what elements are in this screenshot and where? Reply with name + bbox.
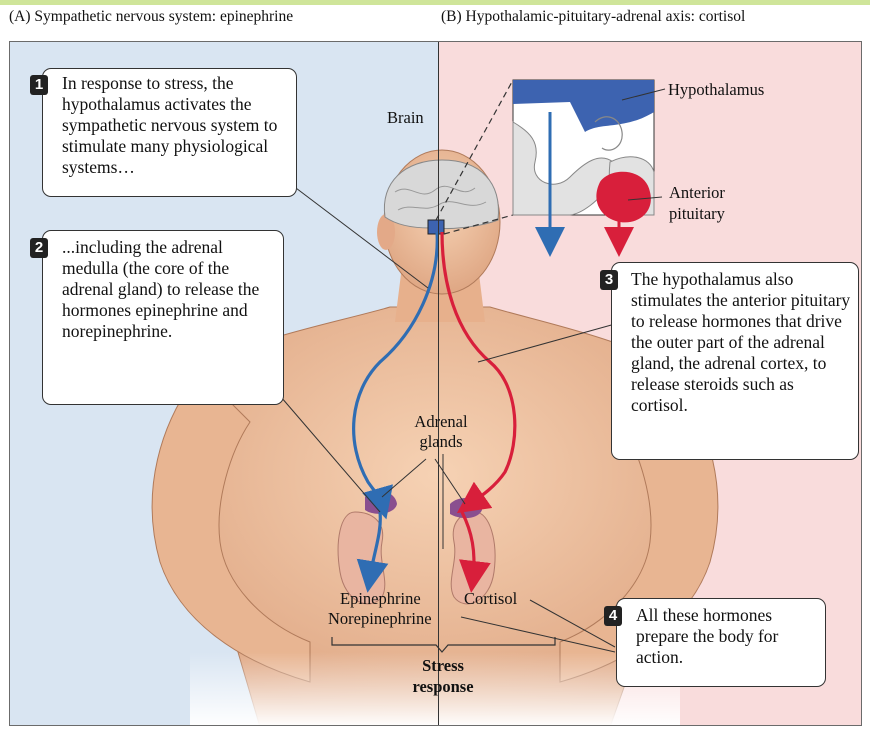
red-pathway-arrow	[440, 231, 517, 514]
callout-3-number: 3	[600, 270, 618, 290]
blue-medulla-arrow	[356, 511, 389, 593]
panel-a-title: (A) Sympathetic nervous system: epinephr…	[9, 8, 294, 25]
hypothalamus-zoom-box	[427, 219, 445, 235]
callout-2-text: ...including the adrenal medulla (the co…	[62, 237, 260, 341]
hypothalamus-label: Hypothalamus	[668, 80, 765, 99]
callout-1-text: In response to stress, the hypothalamus …	[62, 73, 278, 177]
brain-label: Brain	[387, 108, 424, 127]
callout-3: The hypothalamus also stimulates the ant…	[611, 262, 859, 460]
callout-1: In response to stress, the hypothalamus …	[42, 68, 297, 197]
callout-4-number: 4	[604, 606, 622, 626]
anterior-label: Anterior	[669, 183, 725, 202]
pituitary-inset	[512, 79, 655, 223]
callout-2-number: 2	[30, 238, 48, 258]
callout-2: ...including the adrenal medulla (the co…	[42, 230, 284, 405]
epinephrine-label: Epinephrine	[340, 589, 421, 608]
brain-folds	[394, 185, 487, 211]
body-illustration	[151, 79, 719, 725]
stress-label: Stress	[422, 656, 464, 675]
blue-pathway-arrow	[352, 231, 439, 520]
norepinephrine-label: Norepinephrine	[328, 609, 432, 628]
red-cortex-arrow	[459, 511, 491, 593]
pituitary-label: pituitary	[669, 204, 725, 223]
glands-label: glands	[419, 432, 463, 451]
figure-frame: In response to stress, the hypothalamus …	[9, 41, 862, 726]
top-accent-bar	[0, 0, 870, 5]
brain-shape	[383, 159, 499, 230]
callout-4-text: All these hormones prepare the body for …	[636, 605, 779, 667]
cortisol-label: Cortisol	[464, 589, 518, 608]
callout-1-number: 1	[30, 75, 48, 95]
ear-shape	[377, 214, 395, 250]
panel-divider	[438, 42, 439, 725]
response-label: response	[412, 677, 474, 696]
panel-b-title: (B) Hypothalamic-pituitary-adrenal axis:…	[441, 8, 746, 25]
adrenal-label: Adrenal	[414, 412, 468, 431]
callout-4: All these hormones prepare the body for …	[616, 598, 826, 687]
callout-3-text: The hypothalamus also stimulates the ant…	[631, 269, 851, 415]
